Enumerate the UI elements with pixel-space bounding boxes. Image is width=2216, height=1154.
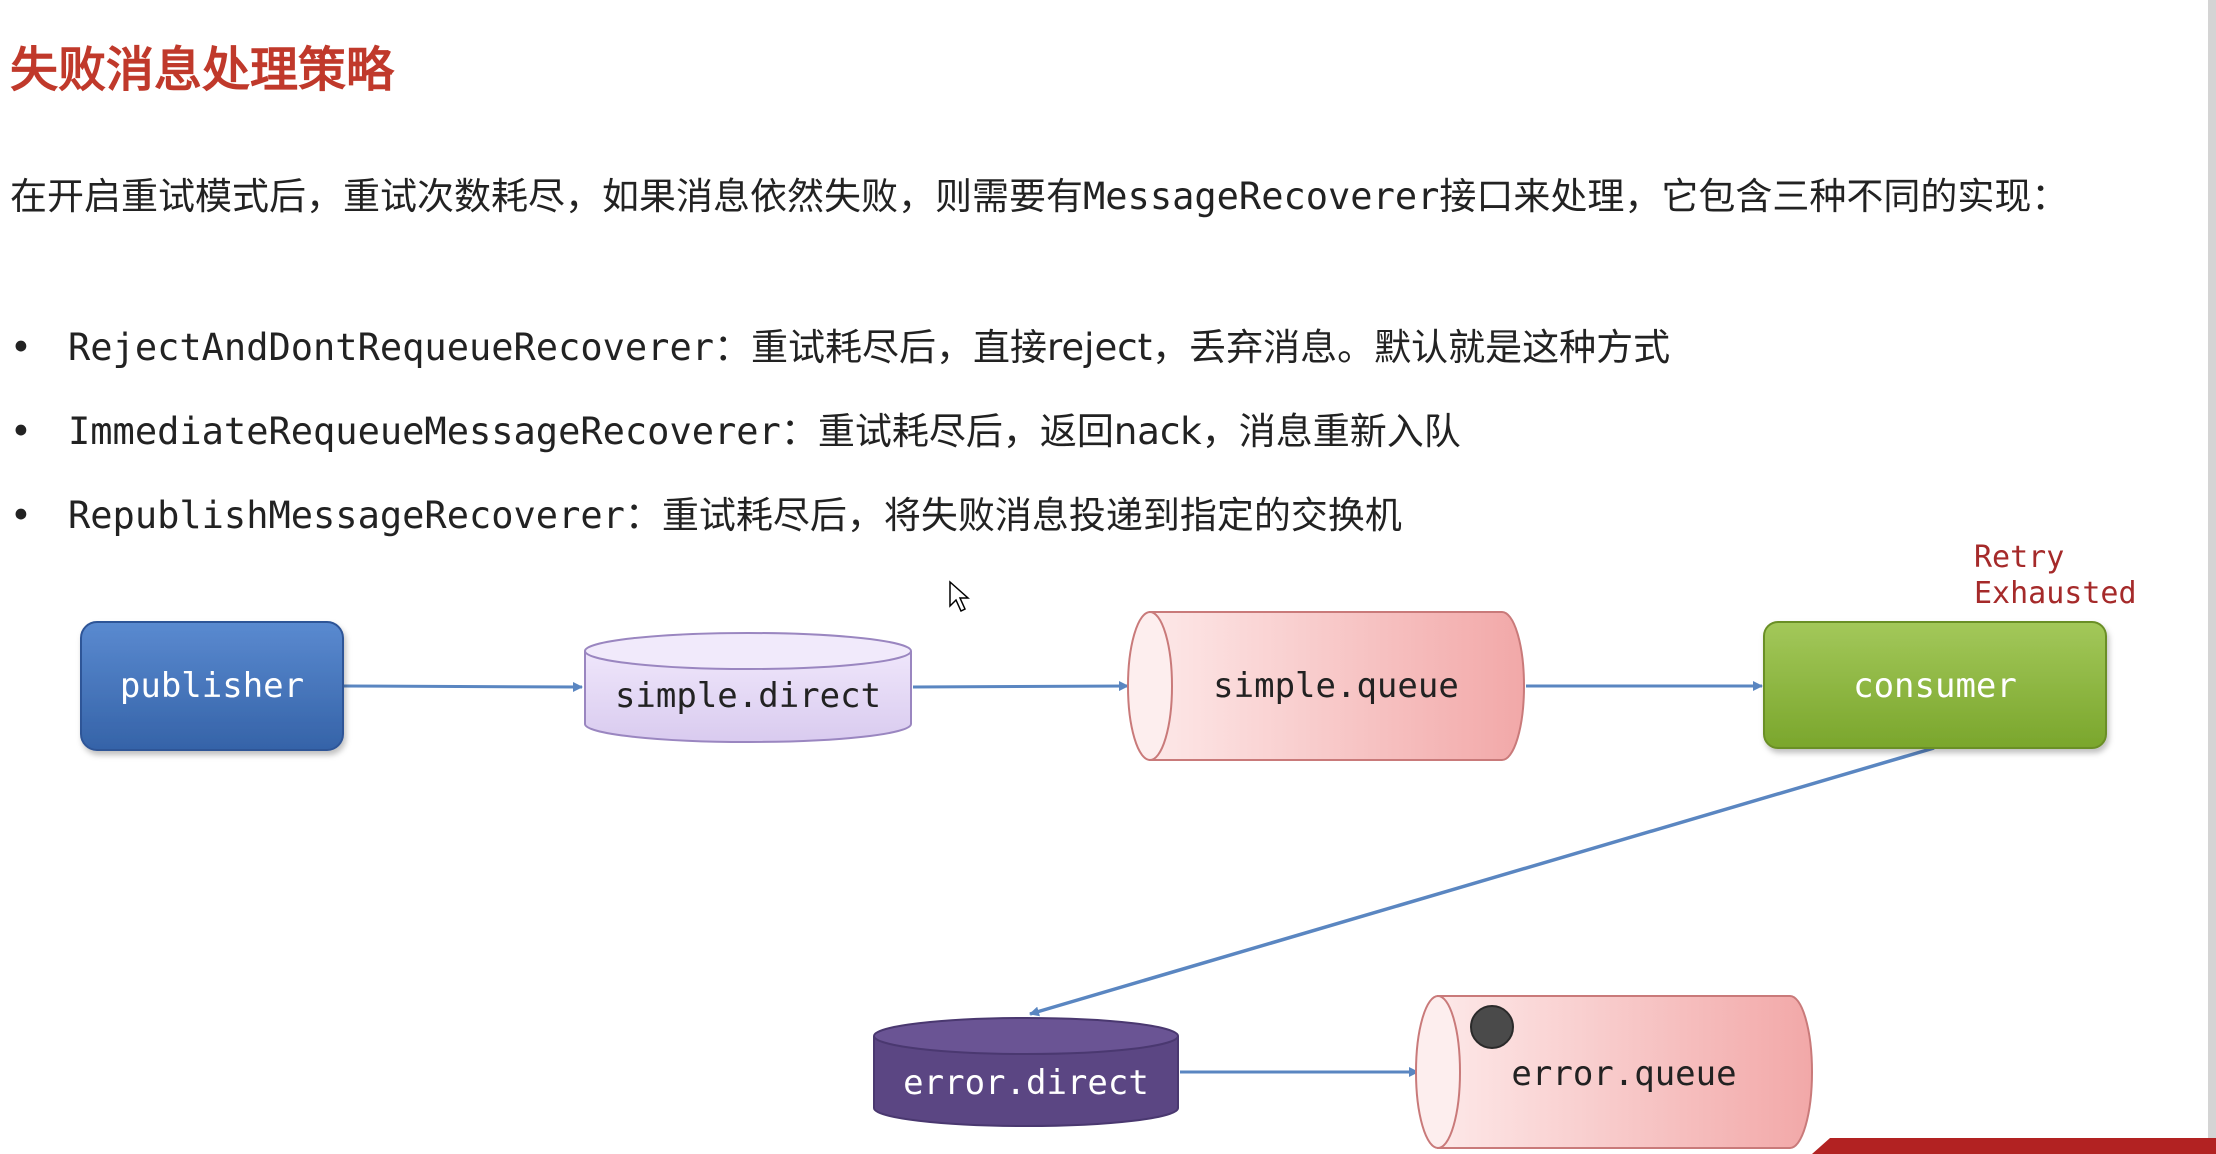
intro-paragraph: 在开启重试模式后，重试次数耗尽，如果消息依然失败，则需要有MessageReco… <box>10 160 2100 233</box>
bullet-marker: • <box>10 326 32 369</box>
error-queue-label: error.queue <box>1511 1054 1736 1094</box>
bullet-marker: • <box>10 410 32 453</box>
mouse-cursor-icon <box>949 580 970 613</box>
arrow-publisher-to-simple-direct <box>343 681 583 692</box>
bullet-republish-recoverer: • RepublishMessageRecoverer：重试耗尽后，将失败消息投递… <box>10 486 1402 546</box>
retry-note-line2: Exhausted <box>1974 576 2137 611</box>
intro-interface-name: MessageRecoverer <box>1083 175 1440 218</box>
simple-queue-node: simple.queue <box>1127 611 1525 761</box>
publisher-node: publisher <box>80 621 344 751</box>
bullet-description: ：重试耗尽后，直接reject，丢弃消息。默认就是这种方式 <box>714 326 1671 369</box>
simple-direct-exchange-node: simple.direct <box>584 632 912 743</box>
corner-banner <box>1812 1138 2216 1154</box>
bullet-class-name: ImmediateRequeueMessageRecoverer <box>68 410 781 453</box>
message-dot-icon <box>1470 1005 1514 1049</box>
bullet-description: ：重试耗尽后，返回nack，消息重新入队 <box>780 410 1461 453</box>
retry-exhausted-note: Retry Exhausted <box>1974 540 2204 612</box>
simple-queue-label: simple.queue <box>1213 666 1459 706</box>
window-edge <box>2208 0 2216 1154</box>
consumer-label: consumer <box>1853 666 2017 706</box>
intro-text-end: 接口来处理，它包含三种不同的实现： <box>1439 175 2069 218</box>
arrow-consumer-to-error-direct <box>1029 746 1935 1017</box>
publisher-label: publisher <box>120 666 304 706</box>
bullet-description: ：重试耗尽后，将失败消息投递到指定的交换机 <box>624 494 1402 537</box>
arrow-simple-direct-to-simple-queue <box>912 681 1129 692</box>
intro-text-start: 在开启重试模式后，重试次数耗尽，如果消息依然失败，则需要有 <box>10 175 1083 218</box>
bullet-class-name: RepublishMessageRecoverer <box>68 494 625 537</box>
bullet-marker: • <box>10 494 32 537</box>
consumer-node: consumer <box>1763 621 2107 749</box>
error-direct-label: error.direct <box>903 1063 1149 1103</box>
bullet-immediate-requeue-recoverer: • ImmediateRequeueMessageRecoverer：重试耗尽后，… <box>10 402 1461 462</box>
error-queue-node: error.queue <box>1415 995 1813 1149</box>
error-direct-exchange-node: error.direct <box>873 1017 1179 1127</box>
bullet-reject-recoverer: • RejectAndDontRequeueRecoverer：重试耗尽后，直接r… <box>10 318 1670 378</box>
retry-note-line1: Retry <box>1974 540 2065 575</box>
page-title: 失败消息处理策略 <box>10 42 395 98</box>
bullet-class-name: RejectAndDontRequeueRecoverer <box>68 326 715 369</box>
simple-direct-label: simple.direct <box>615 676 881 716</box>
